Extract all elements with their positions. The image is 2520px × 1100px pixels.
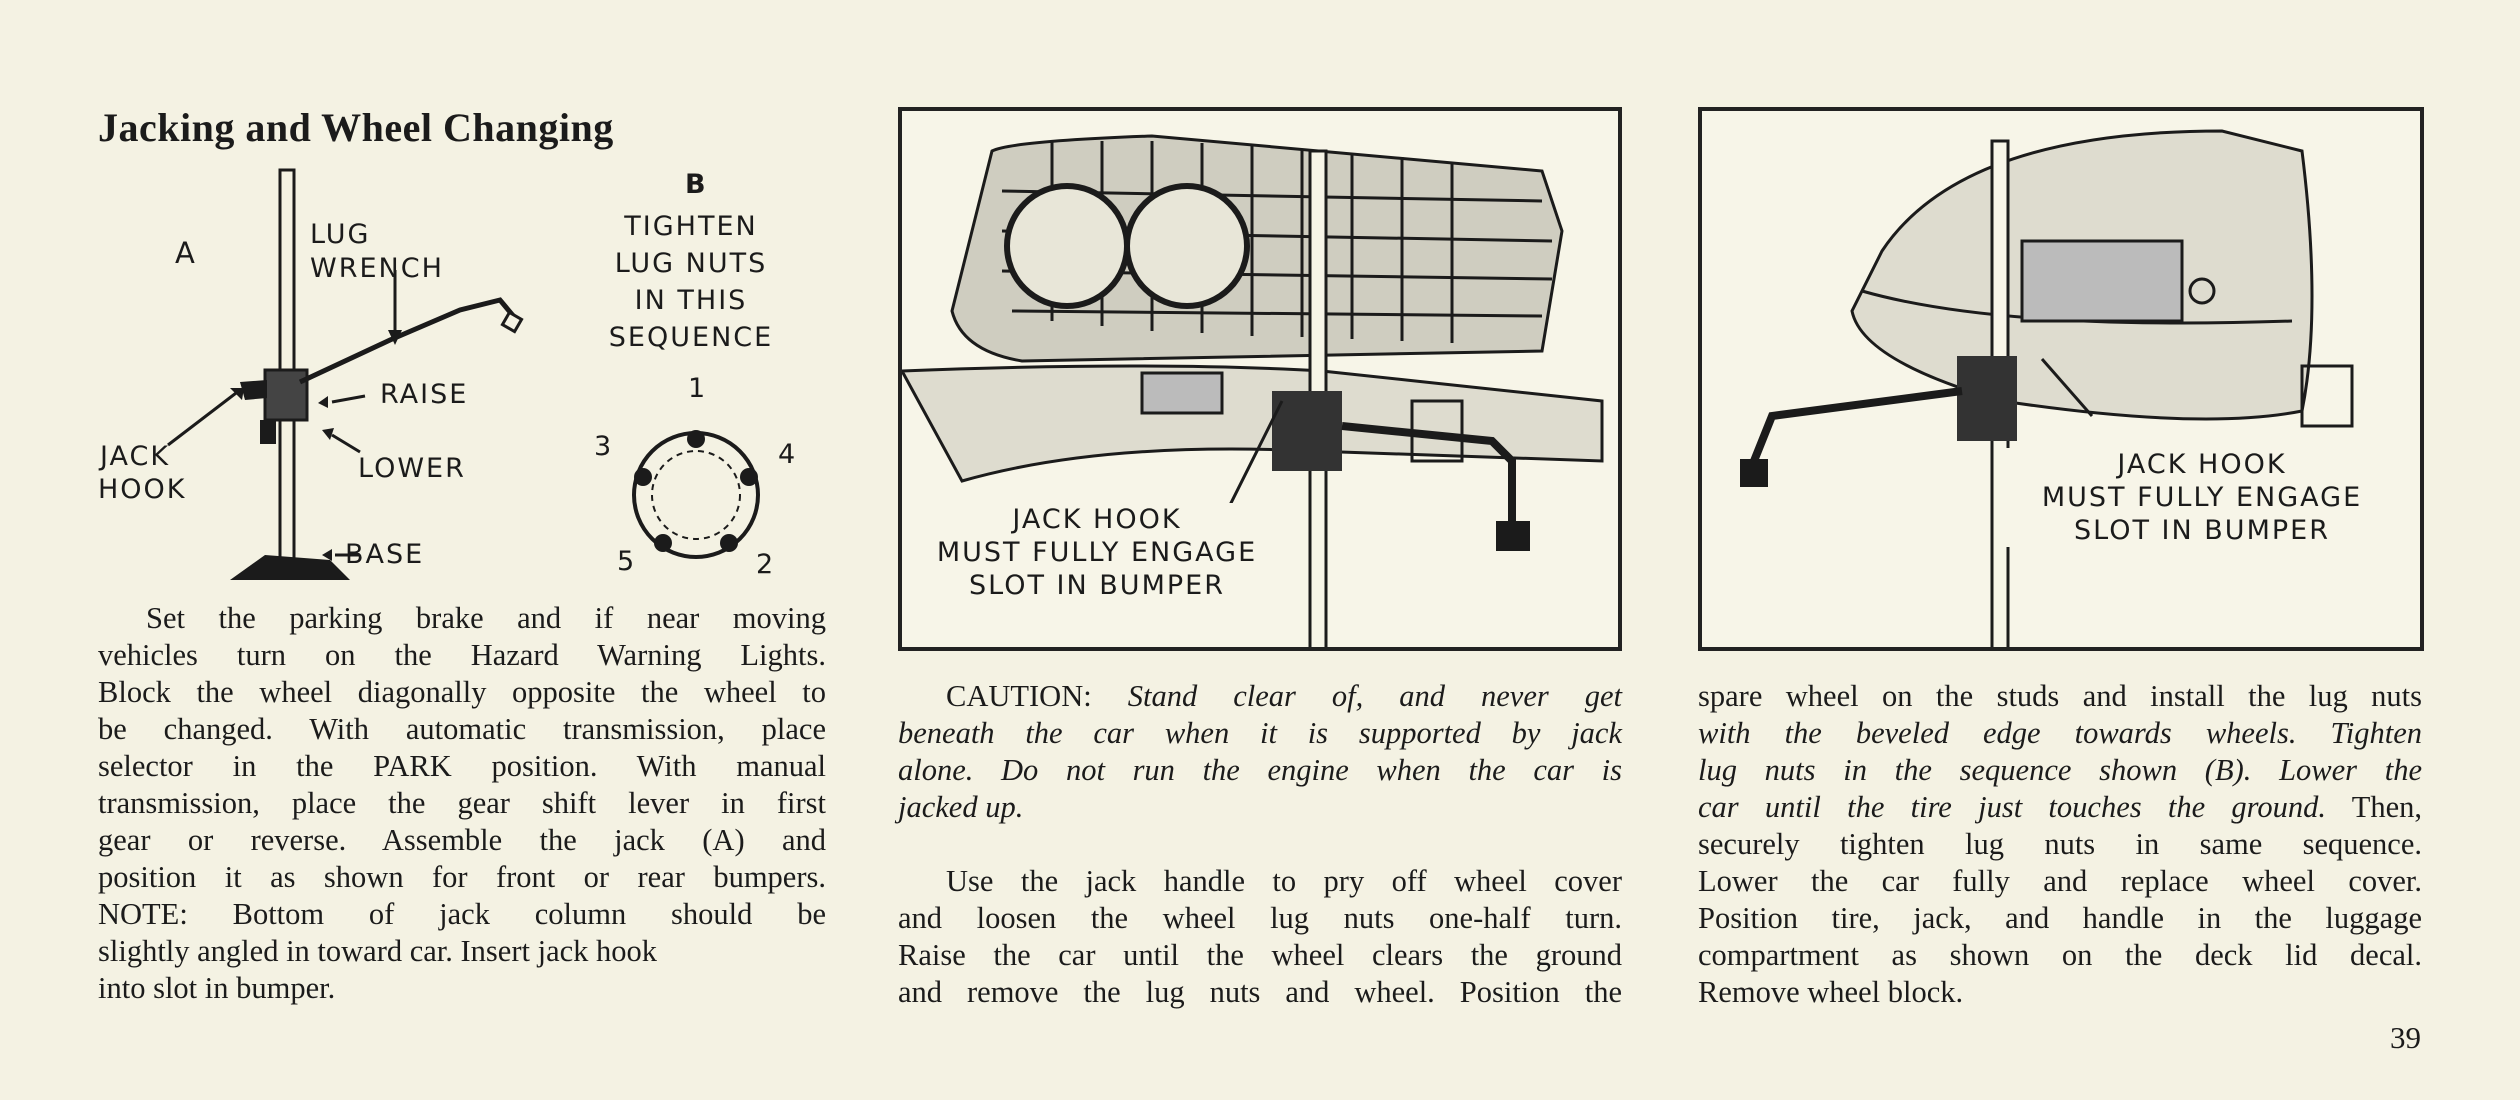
front-bumper-photo: JACK HOOK MUST FULLY ENGAGE SLOT IN BUMP… — [898, 107, 1622, 651]
front-photo-caption: JACK HOOK MUST FULLY ENGAGE SLOT IN BUMP… — [912, 503, 1282, 602]
caution-paragraph-line1: CAUTION: Stand clear of, and never get — [946, 679, 1623, 713]
page-title: Jacking and Wheel Changing — [98, 105, 614, 150]
rear-bumper-photo: JACK HOOK MUST FULLY ENGAGE SLOT IN BUMP… — [1698, 107, 2424, 651]
figure-b-caption: TIGHTEN LUG NUTS IN THIS SEQUENCE — [608, 211, 774, 353]
jack-diagram — [167, 168, 524, 580]
column2-body: CAUTION: Stand clear of, and never get b… — [898, 679, 1623, 1009]
rear-bumper-illustration — [1740, 129, 2354, 647]
column1-body: Set the parking brake and if near moving… — [98, 601, 826, 1005]
lug-seq-1: 1 — [688, 373, 708, 404]
raise-label: RAISE — [380, 379, 469, 410]
lug-seq-5: 5 — [617, 546, 637, 577]
lug-nut-wheel-diagram — [632, 430, 760, 559]
lug-wrench-label: LUG WRENCH — [310, 219, 444, 284]
front-bumper-illustration — [902, 134, 1604, 647]
lug-seq-2: 2 — [756, 549, 776, 580]
base-label: BASE — [345, 539, 425, 570]
caution-label: CAUTION: — [946, 679, 1092, 713]
page-number: 39 — [2390, 1020, 2421, 1055]
rear-photo-caption: JACK HOOK MUST FULLY ENGAGE SLOT IN BUMP… — [2002, 448, 2402, 547]
jack-hook-label-line1: JACK — [100, 441, 171, 472]
lug-seq-4: 4 — [778, 439, 798, 470]
lower-label: LOWER — [358, 453, 466, 484]
figure-b-label: B — [685, 169, 708, 200]
column3-body: spare wheel on the studs and install the… — [1698, 679, 2423, 1009]
jack-hook-label-line2: HOOK — [98, 474, 187, 505]
lug-seq-3: 3 — [594, 431, 614, 462]
figure-a-label: A — [175, 236, 197, 270]
